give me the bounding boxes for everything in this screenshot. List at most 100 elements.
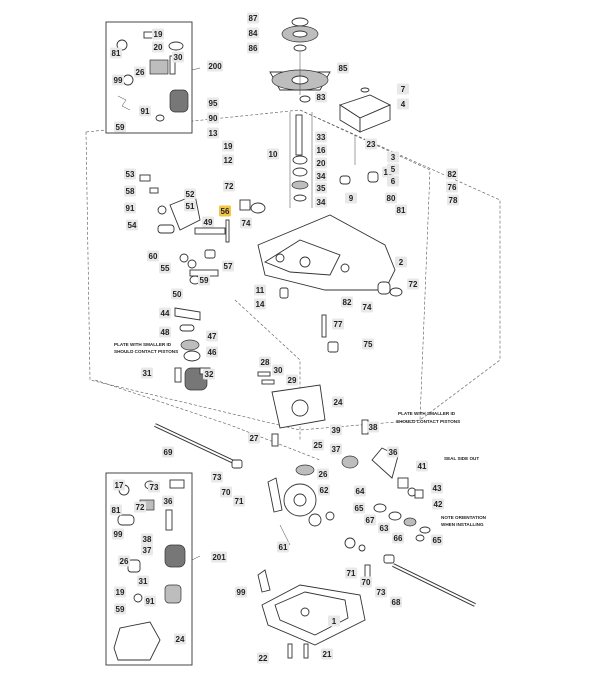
part-label-bg	[375, 586, 387, 598]
part-label-b76: 76	[446, 181, 458, 193]
part-label-bg	[387, 163, 399, 175]
note-seal-side: SEAL SIDE OUT	[444, 456, 479, 461]
part-label-bg	[431, 534, 443, 546]
part-number-text: 66	[394, 534, 403, 543]
part-label-i1_59: 59	[114, 121, 126, 133]
part-label-b38: 38	[367, 421, 379, 433]
part-label-bg	[367, 421, 379, 433]
part-label-i2_17: 17	[113, 479, 125, 491]
part-label-bg	[337, 62, 349, 74]
part-label-bg	[171, 288, 183, 300]
part-label-b4: 4	[397, 98, 409, 110]
part-label-bg	[272, 364, 284, 376]
part-label-b72a: 72	[223, 180, 235, 192]
part-label-b70a: 70	[220, 486, 232, 498]
part-number-text: 70	[222, 488, 231, 497]
part-number-text: 38	[369, 423, 378, 432]
part-label-b2: 2	[395, 256, 407, 268]
part-number-text: 24	[176, 635, 185, 644]
part-label-bg	[248, 432, 260, 444]
part-label-b48: 48	[159, 326, 171, 338]
part-number-text: 21	[323, 650, 332, 659]
part-number-text: 80	[387, 194, 396, 203]
part-label-bg	[126, 219, 138, 231]
part-label-i2_38: 38	[141, 533, 153, 545]
part-number-text: 91	[141, 107, 150, 116]
part-number-text: 29	[288, 376, 297, 385]
part-label-bg	[235, 586, 247, 598]
part-number-text: 54	[128, 221, 137, 230]
part-label-b77: 77	[332, 318, 344, 330]
part-label-bg	[233, 495, 245, 507]
pump-block-right	[341, 419, 424, 499]
part-label-b55: 55	[159, 262, 171, 274]
part-number-text: 20	[154, 43, 163, 52]
part-label-b59: 59	[198, 274, 210, 286]
part-number-text: 58	[126, 187, 135, 196]
part-number-text: 71	[235, 497, 244, 506]
part-number-text: 59	[200, 276, 209, 285]
part-label-b56: 56	[219, 205, 231, 217]
part-label-bg	[211, 551, 227, 563]
part-number-text: 76	[448, 183, 457, 192]
part-label-i1_91: 91	[139, 105, 151, 117]
part-label-bg	[332, 318, 344, 330]
part-label-bg	[341, 296, 353, 308]
part-label-bg	[148, 481, 160, 493]
part-label-bg	[141, 367, 153, 379]
part-number-text: 74	[363, 303, 372, 312]
part-label-i1_99: 99	[112, 74, 124, 86]
part-label-b71b: 71	[345, 567, 357, 579]
part-number-text: 59	[116, 123, 125, 132]
part-label-bg	[392, 532, 404, 544]
part-number-text: 46	[208, 348, 217, 357]
part-label-b66: 66	[392, 532, 404, 544]
part-label-bg	[222, 140, 234, 152]
part-number-text: 30	[174, 53, 183, 62]
part-label-b82b: 82	[341, 296, 353, 308]
part-number-text: 32	[205, 370, 214, 379]
part-number-text: 33	[317, 133, 326, 142]
part-number-text: 81	[397, 206, 406, 215]
part-number-text: 90	[209, 114, 218, 123]
part-label-i2_31: 31	[137, 575, 149, 587]
part-label-bg	[172, 51, 184, 63]
part-label-b84: 84	[247, 27, 259, 39]
part-label-bg	[207, 60, 223, 72]
part-label-bg	[416, 460, 428, 472]
part-number-text: 72	[409, 280, 418, 289]
part-number-text: 35	[317, 184, 326, 193]
part-number-text: 27	[250, 434, 259, 443]
part-label-b99a: 99	[235, 586, 247, 598]
part-label-bg	[407, 278, 419, 290]
part-label-bg	[277, 541, 289, 553]
part-label-bg	[312, 439, 324, 451]
part-label-bg	[139, 105, 151, 117]
part-label-b16: 16	[315, 144, 327, 156]
part-label-b10: 10	[267, 148, 279, 160]
part-label-b3: 3	[387, 151, 399, 163]
part-number-text: 99	[114, 530, 123, 539]
part-label-i1_30: 30	[172, 51, 184, 63]
part-label-b58: 58	[124, 185, 136, 197]
part-label-bg	[222, 260, 234, 272]
part-label-i1_200: 200	[207, 60, 223, 72]
part-label-bg	[353, 502, 365, 514]
part-label-b49: 49	[202, 216, 214, 228]
part-label-b7: 7	[397, 83, 409, 95]
part-number-text: 19	[116, 588, 125, 597]
part-number-text: 25	[314, 441, 323, 450]
part-label-bg	[184, 188, 196, 200]
part-label-bg	[387, 446, 399, 458]
part-label-b34a: 34	[315, 170, 327, 182]
part-label-bg	[395, 204, 407, 216]
part-label-b36: 36	[387, 446, 399, 458]
part-label-b46: 46	[206, 346, 218, 358]
part-number-text: 26	[120, 557, 129, 566]
part-label-b62: 62	[318, 484, 330, 496]
part-number-text: 74	[242, 219, 251, 228]
part-number-text: 82	[343, 298, 352, 307]
shaft-69	[154, 423, 243, 469]
part-label-bg	[365, 138, 377, 150]
